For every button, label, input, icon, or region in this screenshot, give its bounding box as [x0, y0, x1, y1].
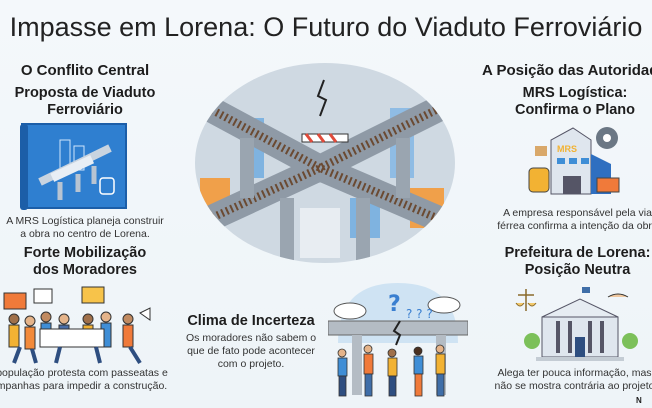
- card-title-mrs: MRS Logística: Confirma o Plano: [500, 85, 650, 119]
- title-line: dos Moradores: [33, 262, 137, 278]
- mrs-warehouse-illustration: MRS: [528, 127, 620, 195]
- text-line: Alega ter pouca informação, mas: [497, 367, 652, 379]
- text-line: com o projeto.: [217, 358, 285, 370]
- page-title: Impasse em Lorena: O Futuro do Viaduto F…: [9, 12, 643, 42]
- mrs-logo: MRS: [557, 144, 577, 154]
- title-line: MRS Logística:: [522, 85, 628, 101]
- title-line: Prefeitura de Lorena:: [504, 245, 651, 261]
- card-title-prefeitura: Prefeitura de Lorena: Posição Neutra: [495, 245, 652, 279]
- card-title-proposal: Proposta de Viaduto Ferroviário: [0, 85, 170, 119]
- section-title-conflict: O Conflito Central: [20, 62, 150, 79]
- broken-viaduct-illustration: [195, 63, 455, 263]
- text-line: A MRS Logística planeja construir: [6, 215, 164, 227]
- confused-residents-illustration: ? ? ? ?: [328, 283, 468, 397]
- card-title-mobilization: Forte Mobilização dos Moradores: [0, 245, 170, 279]
- text-line: mpanhas para impedir a construção.: [0, 380, 168, 392]
- title-line: Ferroviário: [47, 102, 123, 118]
- uncertainty-title: Clima de Incerteza: [187, 313, 315, 329]
- text-line: Os moradores não sabem o: [186, 332, 317, 344]
- card-text-proposal: A MRS Logística planeja construir a obra…: [0, 215, 170, 241]
- card-text-mrs: A empresa responsável pela via férrea co…: [495, 207, 652, 233]
- text-line: A empresa responsável pela via: [503, 207, 652, 219]
- protest-illustration: [3, 286, 151, 365]
- text-line: a obra no centro de Lorena.: [20, 228, 150, 240]
- text-line: não se mostra contrária ao projeto: [494, 380, 652, 392]
- title-line: Confirma o Plano: [514, 102, 636, 118]
- title-line: Forte Mobilização: [23, 245, 147, 261]
- svg-text:? ? ?: ? ? ?: [406, 307, 433, 321]
- uncertainty-text: Os moradores não sabem o que de fato pod…: [186, 332, 316, 371]
- watermark: N: [636, 396, 642, 405]
- card-text-prefeitura: Alega ter pouca informação, mas não se m…: [487, 367, 652, 393]
- text-line: que de fato pode acontecer: [187, 345, 315, 357]
- city-hall-illustration: [515, 287, 638, 361]
- card-text-mobilization: população protesta com passeatas e mpanh…: [0, 367, 170, 393]
- blueprint-illustration: [20, 123, 127, 210]
- svg-text:?: ?: [388, 292, 401, 317]
- title-line: Proposta de Viaduto: [14, 85, 156, 101]
- title-line: Posição Neutra: [524, 262, 631, 278]
- text-line: férrea confirma a intenção da obra: [497, 220, 652, 232]
- section-title-authorities: A Posição das Autoridad: [482, 62, 652, 79]
- text-line: população protesta com passeatas e: [0, 367, 168, 379]
